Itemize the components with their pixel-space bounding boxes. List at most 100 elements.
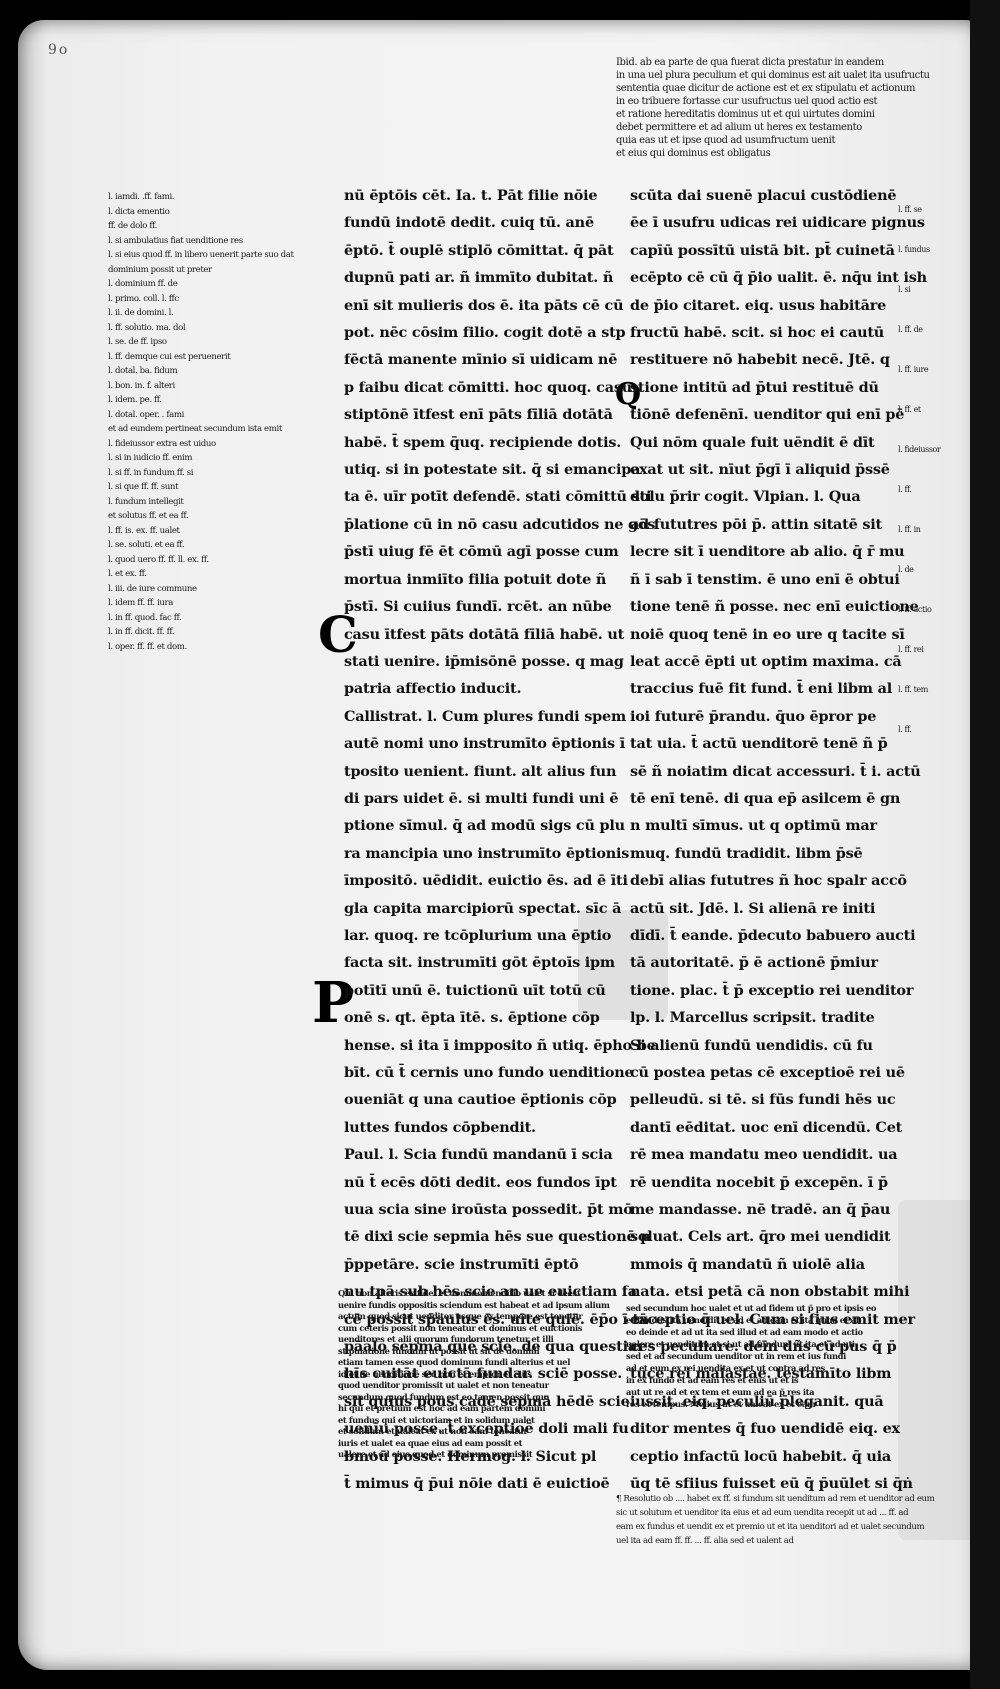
gloss-line: Qui non alteris ex fidei et domino uendi… bbox=[338, 1288, 581, 1298]
text-line: tione tenē ñ posse. nec enī euictione bbox=[630, 598, 919, 616]
margin-note-line: et solutus ff. et ea ff. bbox=[108, 511, 189, 521]
gloss-line: etiam tamen esse quod dominum fundi alte… bbox=[338, 1357, 570, 1367]
text-line: gla capita marcipiorū spectat. sīc ā bbox=[344, 899, 622, 917]
text-line: tat uia. t̄ actū uenditorē tenē ñ p̄ bbox=[630, 735, 888, 753]
text-line: nū t̄ ecēs dōti dedit. eos fundos īpt bbox=[344, 1173, 617, 1191]
text-line: īmpositō. uēdidit. euictio ēs. ad ē īti bbox=[344, 872, 628, 890]
text-line: tē enī tenē. di qua ep̄ asilcem ē gn bbox=[630, 789, 901, 807]
gloss-line: in eo tribuere fortasse cur usufructus u… bbox=[616, 96, 878, 107]
text-line: noiē quoq tenē in eo ure q tacite sī bbox=[630, 625, 905, 643]
gloss-line: hi qui et pretium est hoc ad eam partem … bbox=[338, 1403, 546, 1413]
margin-note-line: l. dominium ff. de bbox=[108, 279, 178, 289]
text-line: uua scia sine iroūsta possedit. p̄t mō bbox=[344, 1201, 633, 1219]
initial-Q: Q bbox=[615, 377, 642, 412]
margin-note-line: l. idem ff. ff. iura bbox=[108, 598, 173, 608]
text-line: ditor mentes q̄ fuo uendidē eiq. ex bbox=[630, 1420, 900, 1438]
text-line: pelleudū. si tē. si fūs fundi hēs uc bbox=[630, 1091, 896, 1109]
text-line: rē uendita nocebit p̄ excepēn. ī p̄ bbox=[630, 1173, 888, 1191]
gloss-line: ualere et ad eius quod et dominum promis… bbox=[338, 1449, 533, 1459]
margin-note-line: l. iii. de iure commune bbox=[108, 583, 197, 594]
text-line: rē mea mandatu meo uendidit. ua bbox=[630, 1146, 898, 1164]
margin-note-line: ff. de dolo ff. bbox=[108, 221, 157, 231]
text-line: bīt. cū t̄ cernis uno fundo uenditione bbox=[344, 1064, 634, 1081]
gloss-line: eam ex fundus et uendit ex et premio ut … bbox=[616, 1522, 925, 1532]
gloss-line: et eius qui dominus est obligatus bbox=[616, 148, 771, 159]
gloss-line: et ratione hereditatis dominus ut et qui… bbox=[616, 109, 875, 120]
gloss-line: sic ut solutum et uenditor ita eius et a… bbox=[616, 1508, 909, 1518]
margin-note-line: l. quod uero ff. ff. ll. ex. ff. bbox=[108, 554, 209, 565]
gloss-line: quod uenditor promissit ut ualet et non … bbox=[338, 1380, 549, 1390]
margin-note-line: l. dicta ementio bbox=[108, 206, 170, 217]
text-line: fēctā manente mīnio sī uidicam nē bbox=[344, 351, 618, 369]
text-line: tione. plac. t̄ p̄ exceptio rei uenditor bbox=[630, 981, 914, 999]
text-line: restituere nō habebit necē. Jtē. q bbox=[630, 351, 890, 369]
gloss-line: eo deinde et ad ut ita sed illud et ad e… bbox=[626, 1327, 863, 1337]
text-line: ra mancipia uno instrumīto ēptionis bbox=[344, 844, 630, 862]
margin-note-line: l. ff. se bbox=[898, 205, 922, 214]
margin-note-line: dominium possit ut preter bbox=[108, 264, 212, 275]
text-line: dupnū pati ar. ñ immīto dubitat. ñ bbox=[344, 269, 614, 287]
gloss-line: sed et ad secundum uenditor ut in rem et… bbox=[626, 1351, 846, 1361]
gloss-line: res et tempus. Melius ut et ualeat ex et… bbox=[626, 1399, 816, 1409]
gloss-line: ualere et uenditum et si ut ad fundum ut… bbox=[626, 1339, 855, 1349]
margin-note-line: l. de bbox=[898, 565, 914, 574]
text-line: di pars uidet ē. si multi fundi uni ē bbox=[344, 789, 619, 807]
text-line: ecēpto cē cū q̄ p̄io ualit. ē. nq̄u int … bbox=[630, 269, 927, 287]
text-line: ptione sīmul. q̄ ad modū sigs cū plu bbox=[344, 817, 625, 835]
binding-edge bbox=[970, 0, 1000, 1689]
text-line: mortua inmiīto filia potuit dote ñ bbox=[344, 570, 607, 588]
gloss-line: in ex fundo et ad eam res et eius ut et … bbox=[626, 1375, 799, 1385]
initial-P: P bbox=[312, 970, 355, 1036]
page-smudge bbox=[898, 1200, 978, 1540]
text-line: traccius fuē fit fund. t̄ eni libm al bbox=[630, 680, 893, 698]
text-line: enī sit mulieris dos ē. ita pāts cē cū bbox=[344, 296, 624, 314]
gloss-line: uel ita ad eam ff. ff. ... ff. alia sed … bbox=[616, 1536, 794, 1546]
text-line: Callistrat. l. Cum plures fundi spem bbox=[344, 707, 626, 725]
text-line: nata. etsi petā cā non obstabit mihi bbox=[630, 1283, 910, 1301]
margin-note-line: et ad eundem pertineat secundum ista emi… bbox=[108, 424, 282, 434]
text-line: p̄stī uiug fē ēt cōmū agī posse cum bbox=[344, 543, 619, 561]
text-line: lecre sit ī uenditore ab alio. q̄ r̄ mu bbox=[630, 543, 905, 561]
margin-note-line: l. bon. in. f. alteri bbox=[108, 380, 175, 391]
text-line: autē nomi uno instrumīto ēptionis ī bbox=[344, 735, 626, 753]
text-line: nū ēptōis cēt. Ia. t. Pāt filie nōie bbox=[344, 187, 598, 204]
margin-note-line: l. si in iudicio ff. enim bbox=[108, 453, 193, 463]
margin-note-line: l. ff. actio bbox=[898, 605, 932, 614]
text-line: Qui nōm quale fuit uēndit ē dīt bbox=[630, 433, 875, 451]
text-line: bmoū posse. Hermog. l. Sicut pl bbox=[344, 1447, 597, 1465]
gloss-line: quia eas ut et ipse quod ad usumfructum … bbox=[616, 135, 836, 146]
text-line: sit quīus pous cadē sepmā hēdē scie bbox=[344, 1392, 630, 1410]
text-line: iussit. eiq. peculiū p̄leganit. quā bbox=[630, 1392, 884, 1410]
text-line: hīs cuitāt euictā fundar. sciē posse. bbox=[344, 1365, 623, 1383]
margin-note-line: l. si ff. in fundum ff. si bbox=[108, 467, 194, 478]
margin-note-line: l. ff. bbox=[898, 485, 912, 494]
text-line: tiōnē defenēnī. uenditor qui enī pē bbox=[630, 406, 905, 424]
right-column-gloss: sed secundum hoc ualet et ut ad fidem ut… bbox=[626, 1302, 886, 1410]
margin-note-line: l. se. de ff. ipso bbox=[108, 337, 167, 347]
text-line: fundū indotē dedit. cuiq tū. anē bbox=[344, 214, 594, 232]
bottom-gloss: ¶ Resolutio ob .... habet ex ff. si fund… bbox=[616, 1492, 966, 1548]
margin-note-line: l. ff. in bbox=[898, 525, 921, 534]
text-line: muq. fundū tradidit. libm p̄sē bbox=[630, 844, 863, 862]
text-line: stiptōnē ītfest enī pāts fīliā dotātā bbox=[344, 406, 613, 424]
margin-note-line: l. oper. ff. ff. et dom. bbox=[108, 641, 187, 652]
gloss-line: uenditores et alii quorum fundorum tenet… bbox=[338, 1334, 554, 1344]
text-line: stati uenire. ip̄misōnē posse. q mag bbox=[344, 652, 624, 670]
gloss-line: iuris et ualet ea quae eius ad eam possi… bbox=[338, 1437, 523, 1448]
margin-note-line: l. fundum intellegit bbox=[108, 496, 184, 507]
top-gloss: Ibid. ab ea parte de qua fuerat dicta pr… bbox=[616, 56, 956, 160]
text-line: onē s. qt. ēpta ītē. s. ēptione cōp bbox=[344, 1009, 600, 1027]
text-line: facta sit. instrumīti gōt ēptoīs ipm bbox=[344, 954, 615, 972]
text-line: Si alienū fundū uendidis. cū fu bbox=[630, 1036, 873, 1054]
initial-C: C bbox=[318, 605, 358, 664]
margin-note-line: l. in ff. dicit. ff. ff. bbox=[108, 627, 175, 637]
text-line: ioi futurē p̄randu. q̄uo ēpror pe bbox=[630, 707, 877, 725]
text-line: p̄latione cū in nō casu adcutidos ne gōs bbox=[344, 515, 656, 533]
text-line: utiq. si in potestate sit. q̄ si emancip… bbox=[344, 461, 641, 479]
text-line: actū sit. Jdē. l. Si alienā re initi bbox=[630, 899, 876, 917]
text-line: capīū possītū uistā bit. pt̄ cuinetā bbox=[630, 241, 895, 259]
text-line: cū postea petas cē exceptioē rei uē bbox=[630, 1064, 905, 1081]
text-line: sē ñ noiatim dicat accessuri. t̄ i. actū bbox=[630, 762, 921, 780]
